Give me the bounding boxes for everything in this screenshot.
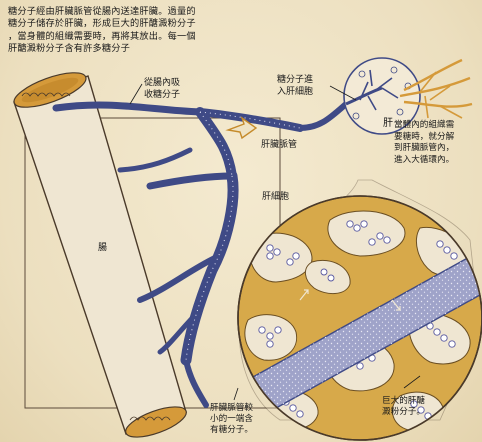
label-liver-cell: 肝細胞 [262, 191, 289, 203]
label-absorb-sugar: 從腸內吸 收糖分子 [144, 77, 180, 101]
label-liver: 肝 [383, 118, 393, 130]
label-small-end: 肝臟脈管較 小的一端含 有糖分子。 [210, 403, 253, 436]
label-portal-vessel: 肝臟脈管 [261, 139, 297, 151]
label-release-sugar: 當體內的組織需 要糖時，就分解 到肝臟脈管內， 進入大循環內。 [394, 120, 454, 166]
label-intestine: 腸 [98, 242, 107, 254]
label-sugar-enters-cell: 糖分子進 入肝細胞 [277, 74, 313, 98]
intro-paragraph: 糖分子經由肝臟脈管從腸內送達肝臟。過量的 糖分子儲存於肝臟，形成巨大的肝醣澱粉分… [8, 6, 248, 56]
label-glycogen: 巨大的肝醣 澱粉分子。 [382, 396, 425, 418]
